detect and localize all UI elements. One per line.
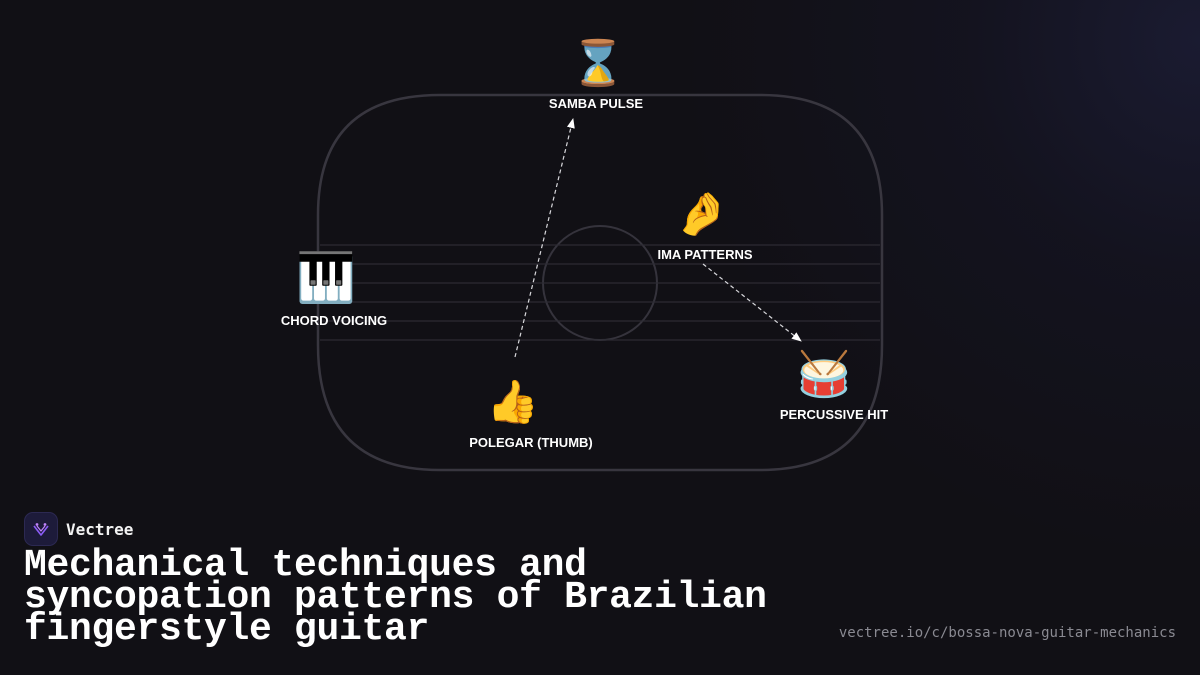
node-chord-voicing: 🎹 CHORD VOICING: [281, 250, 387, 328]
edge-polegar-to-samba-pulse: [514, 118, 575, 358]
page-title: Mechanical techniques and syncopation pa…: [24, 544, 767, 651]
hourglass-icon: ⌛: [571, 38, 626, 88]
node-label: SAMBA PULSE: [549, 96, 643, 111]
thumbs-up-icon: 👍: [487, 377, 539, 426]
brand: Vectree: [24, 512, 133, 546]
node-percussive-hit: 🥁 PERCUSSIVE HIT: [780, 349, 888, 422]
guitar-strings: [320, 244, 880, 341]
brand-name: Vectree: [66, 519, 134, 539]
drum-icon: 🥁: [797, 349, 852, 399]
pinched-fingers-icon: 🤌: [676, 190, 728, 237]
guitar-body-outline: [316, 93, 884, 472]
source-url[interactable]: vectree.io/c/bossa-nova-guitar-mechanics: [838, 625, 1176, 641]
piano-keys-icon: 🎹: [296, 250, 356, 305]
node-polegar-thumb: 👍 POLEGAR (THUMB): [469, 377, 593, 450]
node-samba-pulse: ⌛ SAMBA PULSE: [549, 38, 643, 111]
node-label: PERCUSSIVE HIT: [780, 407, 888, 422]
node-label: IMA PATTERNS: [657, 247, 752, 262]
node-label: CHORD VOICING: [281, 313, 387, 328]
node-label: POLEGAR (THUMB): [469, 435, 593, 450]
vectree-logo-icon: [24, 512, 58, 546]
node-ima-patterns: 🤌 IMA PATTERNS: [657, 190, 752, 262]
